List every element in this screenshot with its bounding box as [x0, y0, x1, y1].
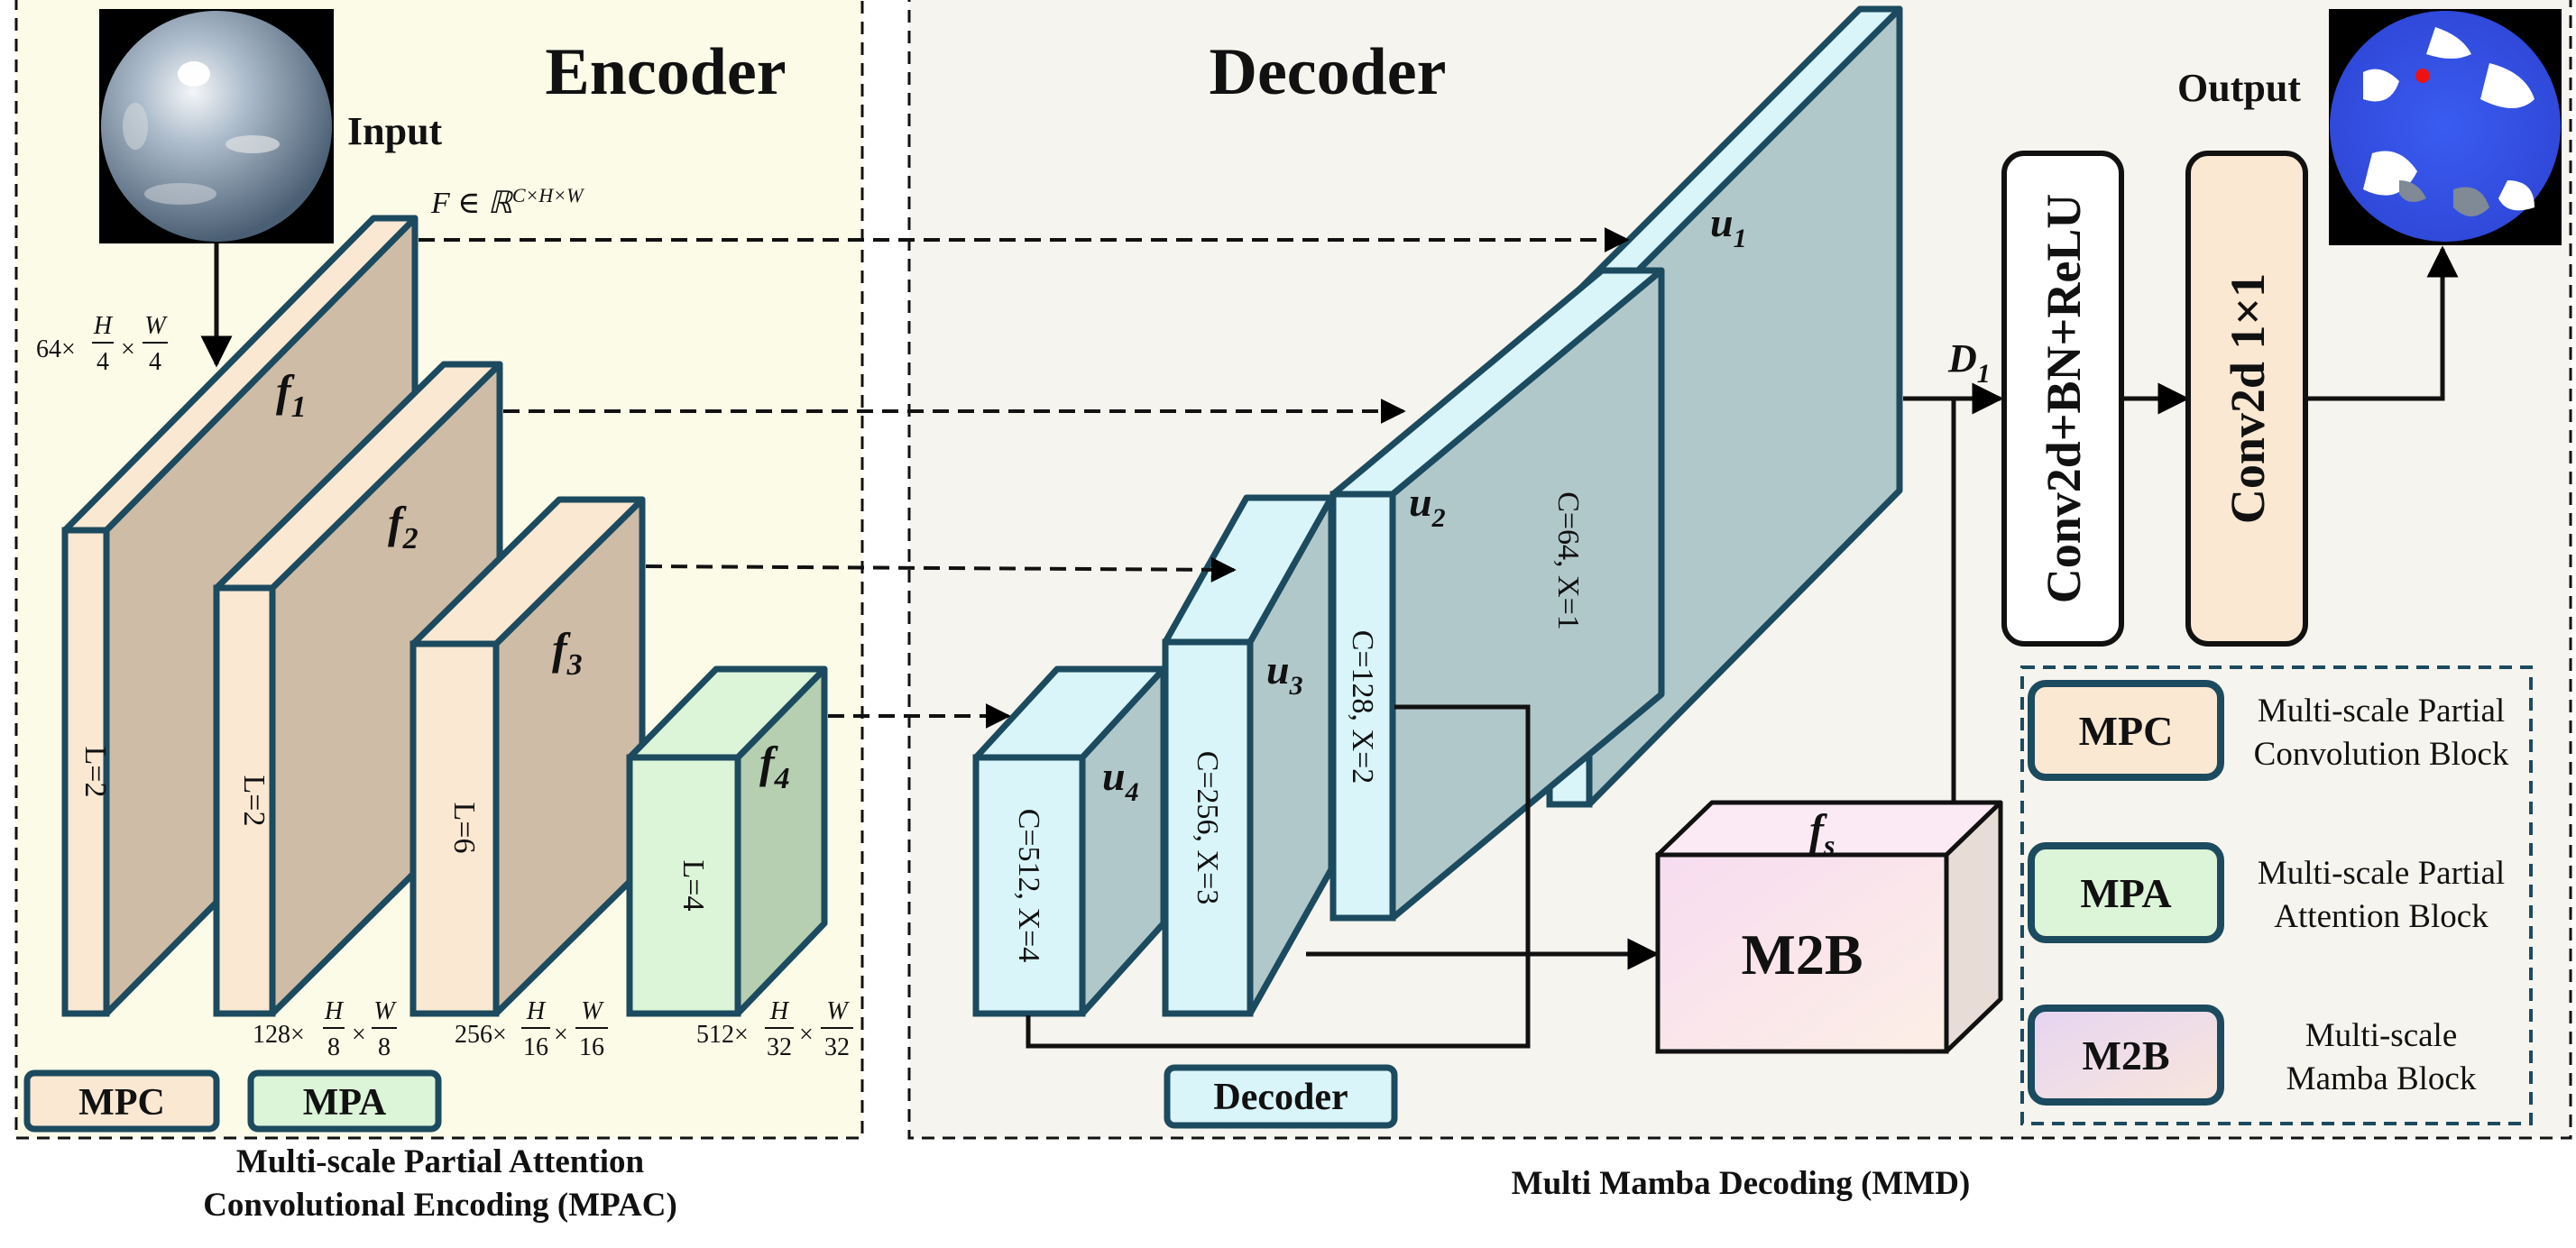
decoder-stage-u2 — [1329, 267, 1665, 922]
conv-bn-relu-block: Conv2d+BN+ReLU — [2001, 151, 2124, 647]
encoder-legend-mpc: MPC — [23, 1069, 220, 1133]
svg-text:8: 8 — [378, 1033, 391, 1061]
svg-text:MPC: MPC — [78, 1082, 165, 1124]
u2-label: u2 — [1409, 479, 1446, 533]
dim-f4: 512× H 32 × W 32 — [696, 997, 853, 1061]
svg-text:MPA: MPA — [303, 1082, 387, 1124]
f4-label: f4 — [759, 737, 790, 795]
fs-label: fs — [1809, 806, 1835, 861]
legend-mpa: MPA Multi-scale Partial Attention Block — [2028, 842, 2505, 943]
f1-layers: L=2 — [78, 747, 112, 798]
f4-layers: L=4 — [676, 860, 710, 912]
u1-channels: C=64, X=1 — [1551, 491, 1585, 630]
output-image — [2329, 9, 2562, 245]
u3-label: u3 — [1266, 647, 1303, 701]
svg-text:H: H — [526, 997, 547, 1025]
svg-text:W: W — [581, 997, 604, 1025]
encoder-stage-f3 — [409, 496, 646, 1017]
svg-text:W: W — [826, 997, 850, 1025]
svg-text:Conv2d 1×1: Conv2d 1×1 — [2221, 273, 2275, 524]
svg-text:H: H — [769, 997, 790, 1025]
svg-text:Decoder: Decoder — [1213, 1077, 1348, 1118]
svg-text:32: 32 — [767, 1033, 792, 1061]
svg-text:MPC: MPC — [2079, 708, 2174, 754]
conv-1x1-block: Conv2d 1×1 — [2185, 151, 2308, 647]
svg-text:×: × — [121, 335, 135, 363]
svg-text:4: 4 — [97, 348, 109, 376]
skip-connections — [419, 227, 1630, 729]
encoder-caption-line2: Convolutional Encoding (MPAC) — [203, 1187, 677, 1224]
encoder-legend-mpa: MPA — [247, 1069, 442, 1133]
legend-panel — [2020, 665, 2533, 1125]
svg-text:64×: 64× — [36, 335, 76, 363]
f1-label: f1 — [276, 365, 307, 424]
m2b-block: M2B — [1655, 800, 2003, 1054]
svg-text:×: × — [799, 1021, 814, 1049]
svg-text:H: H — [324, 997, 345, 1025]
svg-text:Conv2d+BN+ReLU: Conv2d+BN+ReLU — [2037, 194, 2091, 604]
u3-channels: C=256, X=3 — [1191, 751, 1224, 905]
svg-text:512×: 512× — [696, 1021, 749, 1049]
svg-text:Convolution Block: Convolution Block — [2254, 736, 2509, 773]
decoder-stage-u4 — [972, 665, 1167, 1017]
dim-f1: 64× H 4 × W 4 — [36, 312, 168, 376]
u4-channels: C=512, X=4 — [1012, 809, 1045, 963]
svg-text:Multi-scale Partial: Multi-scale Partial — [2258, 693, 2505, 730]
svg-text:Multi-scale Partial: Multi-scale Partial — [2258, 855, 2505, 892]
output-label: Output — [2177, 66, 2301, 110]
encoder-title: Encoder — [545, 35, 786, 109]
svg-text:×: × — [554, 1021, 568, 1049]
u2-channels: C=128, X=2 — [1346, 630, 1379, 785]
f2-label: f2 — [388, 497, 419, 555]
u4-label: u4 — [1102, 753, 1139, 807]
input-label: Input — [347, 109, 443, 153]
connections — [200, 243, 2459, 1049]
output-marker — [2415, 69, 2430, 83]
svg-text:Multi-scale: Multi-scale — [2305, 1017, 2458, 1054]
legend-m2b: M2B Multi-scale Mamba Block — [2028, 1005, 2477, 1106]
legend-mpc: MPC Multi-scale Partial Convolution Bloc… — [2028, 680, 2509, 781]
encoder-stage-f2 — [213, 361, 503, 1017]
svg-text:×: × — [352, 1021, 366, 1049]
svg-text:W: W — [144, 312, 168, 340]
svg-text:16: 16 — [579, 1033, 604, 1061]
svg-text:16: 16 — [523, 1033, 548, 1061]
svg-text:4: 4 — [149, 348, 161, 376]
f3-layers: L=6 — [447, 803, 481, 854]
input-image — [99, 9, 334, 243]
dim-f2: 128× H 8 × W 8 — [253, 997, 397, 1061]
dim-f3: 256× H 16 × W 16 — [455, 997, 608, 1061]
svg-text:Attention Block: Attention Block — [2274, 898, 2489, 935]
svg-text:MPA: MPA — [2080, 870, 2171, 916]
svg-text:8: 8 — [327, 1033, 340, 1061]
decoder-title: Decoder — [1210, 35, 1447, 109]
decoder-stage-u3 — [1162, 494, 1335, 1017]
encoder-caption-line1: Multi-scale Partial Attention — [236, 1143, 645, 1180]
u1-label: u1 — [1710, 199, 1747, 253]
f3-label: f3 — [552, 623, 583, 682]
d1-label: D1 — [1947, 336, 1991, 389]
svg-text:Mamba Block: Mamba Block — [2286, 1060, 2477, 1097]
encoder-stage-f4 — [626, 665, 828, 1017]
svg-text:32: 32 — [824, 1033, 850, 1061]
decoder-caption: Multi Mamba Decoding (MMD) — [1512, 1165, 1971, 1202]
feature-formula: F ∈ ℝC×H×W — [430, 184, 584, 220]
svg-text:128×: 128× — [253, 1021, 305, 1049]
svg-text:M2B: M2B — [2082, 1032, 2169, 1078]
decoder-legend: Decoder — [1164, 1064, 1398, 1129]
svg-text:H: H — [93, 312, 114, 340]
f2-layers: L=2 — [237, 775, 271, 827]
svg-text:256×: 256× — [455, 1021, 507, 1049]
svg-text:W: W — [373, 997, 397, 1025]
svg-text:M2B: M2B — [1741, 922, 1863, 986]
